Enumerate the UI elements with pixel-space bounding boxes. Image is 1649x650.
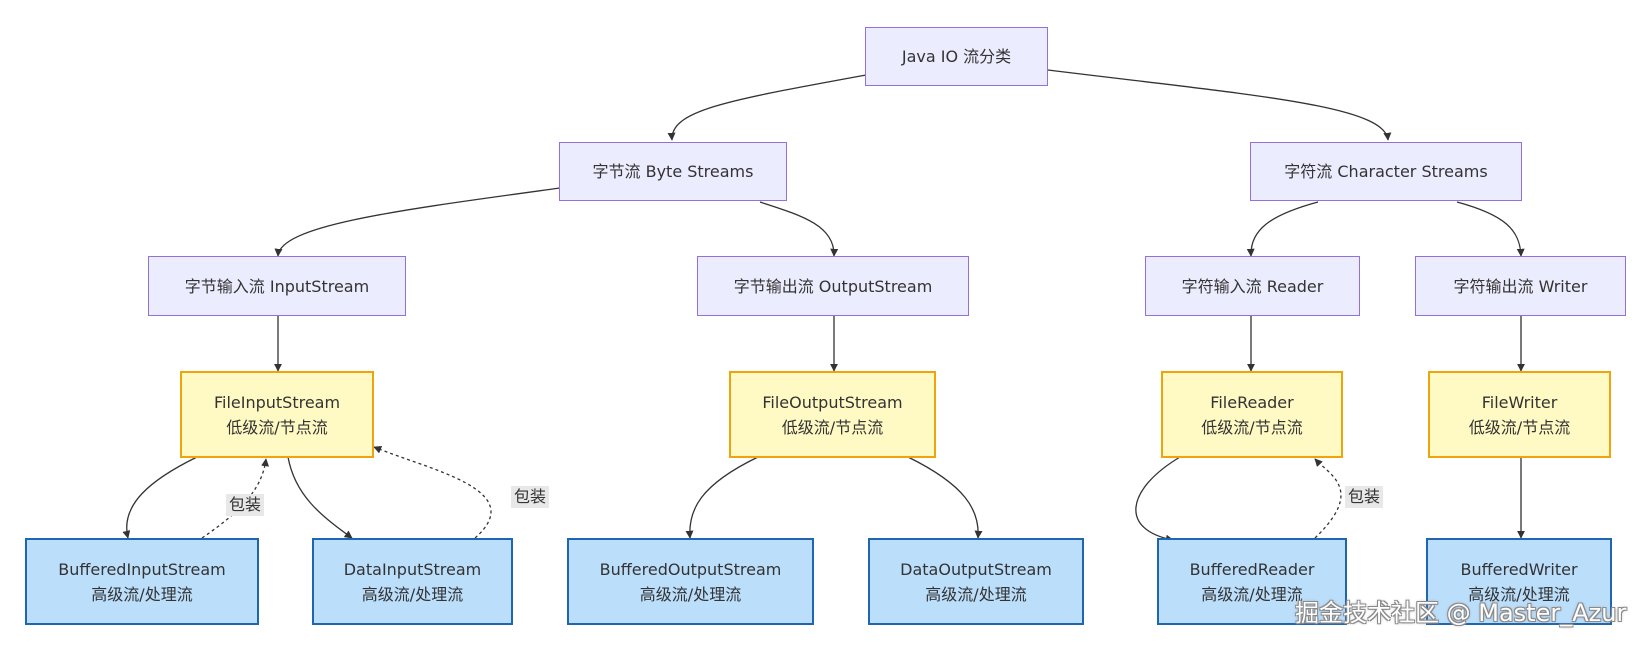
node-input-stream: 字节输入流 InputStream [148, 256, 406, 316]
node-title: 字节流 Byte Streams [592, 162, 754, 181]
node-title: FileWriter [1481, 392, 1558, 412]
edge-label-wrap-buffered-reader: 包装 [1345, 486, 1384, 508]
node-buffered-reader: BufferedReader 高级流/处理流 [1157, 538, 1347, 625]
node-subtitle: 低级流/节点流 [781, 417, 884, 437]
node-title: DataInputStream [343, 559, 482, 579]
node-subtitle: 低级流/节点流 [1201, 417, 1303, 437]
node-byte-streams: 字节流 Byte Streams [559, 142, 787, 201]
edge-byte-to-output [759, 201, 839, 257]
node-title: DataOutputStream [900, 559, 1052, 579]
node-file-writer: FileWriter 低级流/节点流 [1428, 371, 1611, 458]
edge-filereader-to-buffered [1135, 456, 1181, 543]
edge-fileinput-to-buffered [122, 456, 198, 539]
wrap-edge-data-to-fileinput [373, 446, 492, 539]
edge-root-to-byte [667, 74, 867, 141]
node-subtitle: 高级流/处理流 [91, 584, 193, 604]
node-title: FileReader [1210, 392, 1294, 412]
edge-label-wrap-data-input: 包装 [511, 486, 550, 508]
node-title: 字节输出流 OutputStream [733, 276, 933, 296]
edge-byte-to-input [274, 187, 561, 257]
node-title: BufferedOutputStream [599, 559, 782, 579]
node-subtitle: 高级流/处理流 [1468, 584, 1570, 604]
node-file-output-stream: FileOutputStream 低级流/节点流 [729, 371, 936, 458]
edge-root-to-char [1047, 69, 1392, 141]
node-file-input-stream: FileInputStream 低级流/节点流 [180, 371, 374, 458]
node-title: BufferedReader [1189, 559, 1315, 579]
node-title: Java IO 流分类 [901, 47, 1012, 66]
wrap-edge-buffered-to-fileinput [201, 458, 270, 539]
node-subtitle: 高级流/处理流 [925, 584, 1027, 604]
edge-label-wrap-buffered-input: 包装 [226, 494, 265, 516]
node-subtitle: 低级流/节点流 [1468, 417, 1571, 437]
node-title: BufferedWriter [1460, 559, 1578, 579]
node-file-reader: FileReader 低级流/节点流 [1161, 371, 1343, 458]
edge-char-to-writer [1456, 201, 1525, 257]
edge-fileoutput-to-buffered [685, 456, 759, 539]
edge-fileoutput-to-data [907, 456, 983, 539]
node-writer: 字符输出流 Writer [1415, 256, 1626, 316]
node-subtitle: 高级流/处理流 [1201, 584, 1303, 604]
node-java-io-root: Java IO 流分类 [865, 27, 1048, 86]
node-title: 字符流 Character Streams [1284, 162, 1488, 181]
edge-char-to-reader [1246, 201, 1319, 257]
node-subtitle: 低级流/节点流 [226, 417, 328, 437]
node-data-input-stream: DataInputStream 高级流/处理流 [312, 538, 513, 625]
node-title: 字符输入流 Reader [1181, 276, 1324, 296]
node-reader: 字符输入流 Reader [1145, 256, 1360, 316]
node-title: 字节输入流 InputStream [184, 276, 370, 296]
node-output-stream: 字节输出流 OutputStream [697, 256, 969, 316]
node-title: 字符输出流 Writer [1453, 276, 1588, 296]
node-data-output-stream: DataOutputStream 高级流/处理流 [868, 538, 1084, 625]
node-buffered-output-stream: BufferedOutputStream 高级流/处理流 [567, 538, 814, 625]
edge-fileinput-to-data [287, 456, 353, 539]
node-subtitle: 高级流/处理流 [361, 584, 464, 604]
node-character-streams: 字符流 Character Streams [1250, 142, 1522, 201]
node-buffered-writer: BufferedWriter 高级流/处理流 [1426, 538, 1612, 625]
node-subtitle: 高级流/处理流 [639, 584, 742, 604]
node-buffered-input-stream: BufferedInputStream 高级流/处理流 [25, 538, 259, 625]
node-title: BufferedInputStream [58, 559, 226, 579]
node-title: FileInputStream [213, 392, 341, 412]
watermark-text: 掘金技术社区 @ Master_Azur [1295, 599, 1627, 627]
node-title: FileOutputStream [762, 392, 903, 412]
wrap-edge-bufferedreader-to-filereader [1314, 458, 1342, 539]
